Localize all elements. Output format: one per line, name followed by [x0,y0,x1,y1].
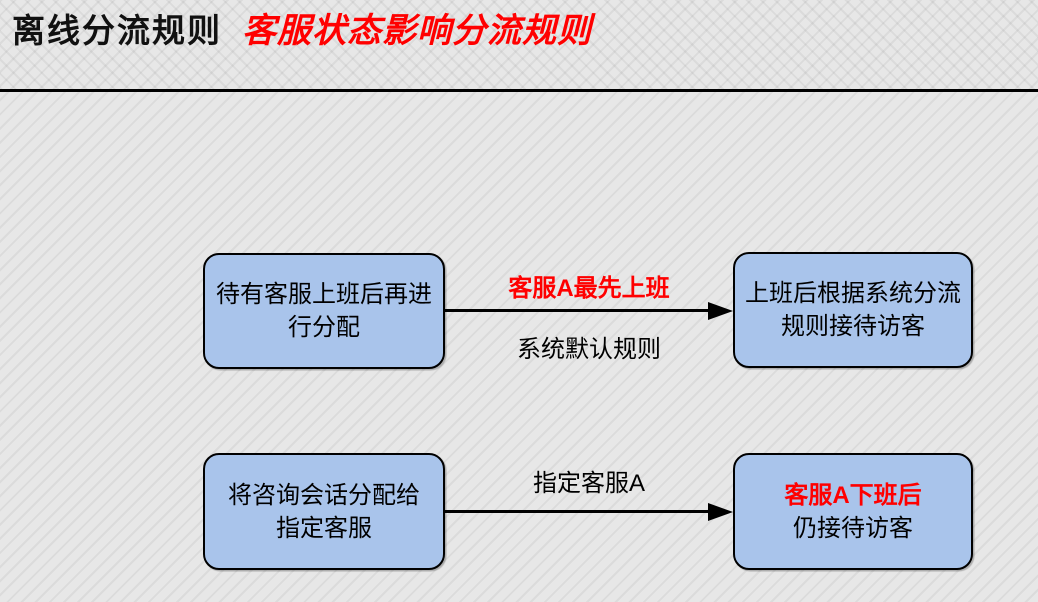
node-text-line: 行分配 [288,314,360,341]
page-subtitle: 客服状态影响分流规则 [242,12,592,50]
arrow-label-designate-agent-a: 指定客服A [532,470,645,497]
node-text-line: 待有客服上班后再进 [216,281,432,308]
node-text-line-red: 客服A下班后 [784,481,922,509]
node-text-line: 仍接待访客 [793,514,913,542]
node-text-line: 将咨询会话分配给 [228,481,420,509]
arrow-head-icon [708,301,733,320]
arrow-label-system-default-rule: 系统默认规则 [517,336,661,363]
flow-node-wait-for-agent: 待有客服上班后再进 行分配 [203,253,445,369]
header: 离线分流规则 客服状态影响分流规则 [0,0,1038,89]
arrow-head-icon [708,502,733,521]
node-text-line: 上班后根据系统分流 [745,280,961,307]
flow-node-route-by-system-rule: 上班后根据系统分流 规则接待访客 [733,252,973,368]
node-text-line: 规则接待访客 [781,313,925,340]
arrow-line-bottom [445,510,710,513]
arrow-label-agent-a-first-online: 客服A最先上班 [508,275,670,302]
header-divider [0,89,1038,92]
node-text-line: 指定客服 [276,514,372,542]
flow-node-assign-to-designated-agent: 将咨询会话分配给 指定客服 [203,453,445,570]
flow-node-agent-a-off-duty-still-serves: 客服A下班后 仍接待访客 [733,453,973,570]
arrow-line-top [445,309,710,312]
page-title: 离线分流规则 [12,12,222,49]
